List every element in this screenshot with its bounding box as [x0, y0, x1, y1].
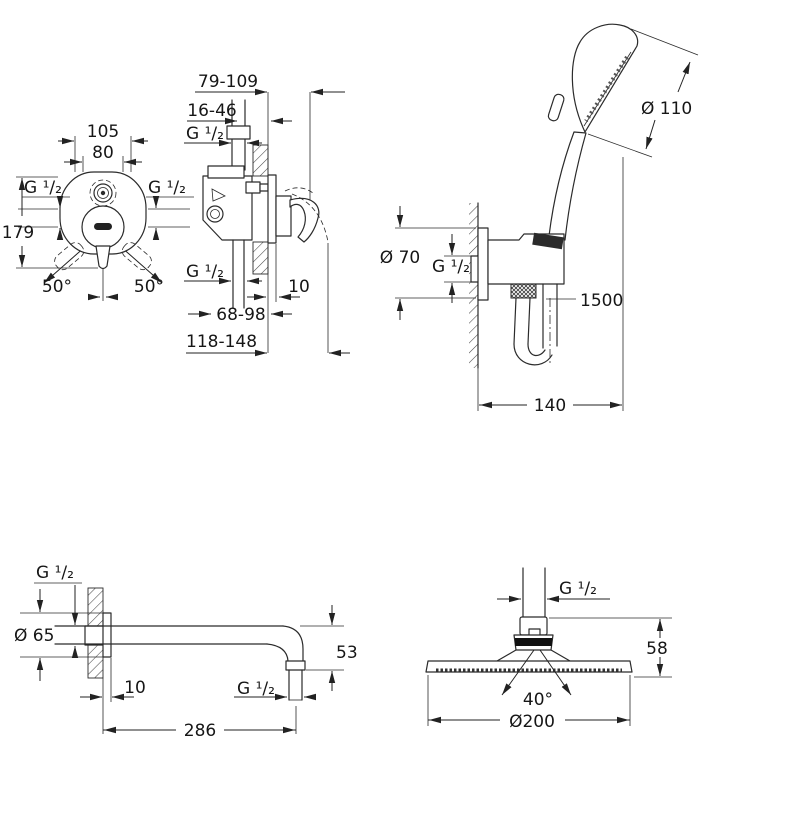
thread-label-g12-head: G ¹/₂ — [559, 579, 597, 599]
cartridge — [275, 195, 292, 237]
dim-label-79-109: 79-109 — [198, 72, 258, 92]
dim-label-80: 80 — [92, 143, 114, 163]
side-handle-raised-dashed — [291, 193, 329, 243]
thread-label-g12-left: G ¹/₂ — [24, 178, 62, 198]
handle-position-right-dashed — [121, 242, 152, 271]
angle-label-40: 40° — [523, 690, 553, 710]
dim-label-105: 105 — [87, 122, 119, 142]
dim-label-179: 179 — [2, 223, 34, 243]
angle-label-left-50: 50° — [42, 277, 72, 297]
dia-label-200: Ø200 — [509, 712, 555, 732]
dim-label-16-46: 16-46 — [187, 101, 236, 121]
hand-shower-head — [571, 23, 639, 133]
holder-escutcheon — [477, 227, 489, 301]
figure-hand-shower-set: Ø 110 — [380, 23, 699, 416]
thread-label-g12-top: G ¹/₂ — [186, 124, 224, 144]
hand-shower-handle — [548, 131, 587, 241]
hose-nut-knurled — [510, 283, 537, 299]
dia-label-70: Ø 70 — [380, 248, 420, 268]
thread-label-g12-holder: G ¹/₂ — [432, 257, 470, 277]
dim-label-140: 140 — [534, 396, 566, 416]
dim-label-10: 10 — [288, 277, 310, 297]
thread-label-g12-right: G ¹/₂ — [148, 178, 186, 198]
thread-label-g12-bottom: G ¹/₂ — [186, 262, 224, 282]
shower-hose — [510, 283, 558, 366]
arm-flange — [102, 612, 112, 658]
arm-wall-union — [84, 625, 105, 646]
figure-mixer-side-view: 79-109 16-46 G ¹/₂ G ¹/₂ 10 68-98 118-14… — [184, 72, 350, 357]
figure-head-shower: G ¹/₂ 40° 58 Ø200 — [425, 567, 672, 732]
dim-label-58: 58 — [646, 639, 668, 659]
figure-shower-arm: G ¹/₂ Ø 65 10 G ¹/₂ 53 286 — [14, 563, 358, 741]
dim-label-53: 53 — [336, 643, 358, 663]
dim-label-10-arm: 10 — [124, 678, 146, 698]
dim-label-68-98: 68-98 — [216, 305, 265, 325]
arm-tube — [54, 625, 306, 701]
dim-label-118-148: 118-148 — [186, 332, 257, 352]
arm-outlet-fitting — [285, 660, 306, 671]
head-shower-disc — [425, 660, 633, 673]
cone-ring — [532, 232, 564, 250]
hose-length-label-1500: 1500 — [580, 291, 623, 311]
thread-label-g12-arm-outlet: G ¹/₂ — [237, 679, 275, 699]
thread-label-g12-arm: G ¹/₂ — [36, 563, 74, 583]
side-escutcheon — [267, 174, 277, 244]
angle-label-right-50: 50° — [134, 277, 164, 297]
figure-mixer-front-view: 105 80 G ¹/₂ G ¹/₂ 179 50° 50° — [2, 122, 194, 301]
wall-hatch-ticks — [469, 203, 478, 368]
pipe-coupling — [226, 125, 251, 140]
dia-label-110: Ø 110 — [641, 99, 692, 119]
dim-label-286: 286 — [184, 721, 216, 741]
joint-band — [515, 638, 552, 646]
dia-label-65: Ø 65 — [14, 626, 54, 646]
spray-mode-button — [547, 93, 565, 122]
outlet-stub — [245, 181, 261, 194]
wall-hatch — [252, 144, 269, 275]
handle-position-left-dashed — [54, 242, 85, 271]
mixer-handle — [81, 205, 125, 270]
side-handle — [289, 197, 320, 243]
